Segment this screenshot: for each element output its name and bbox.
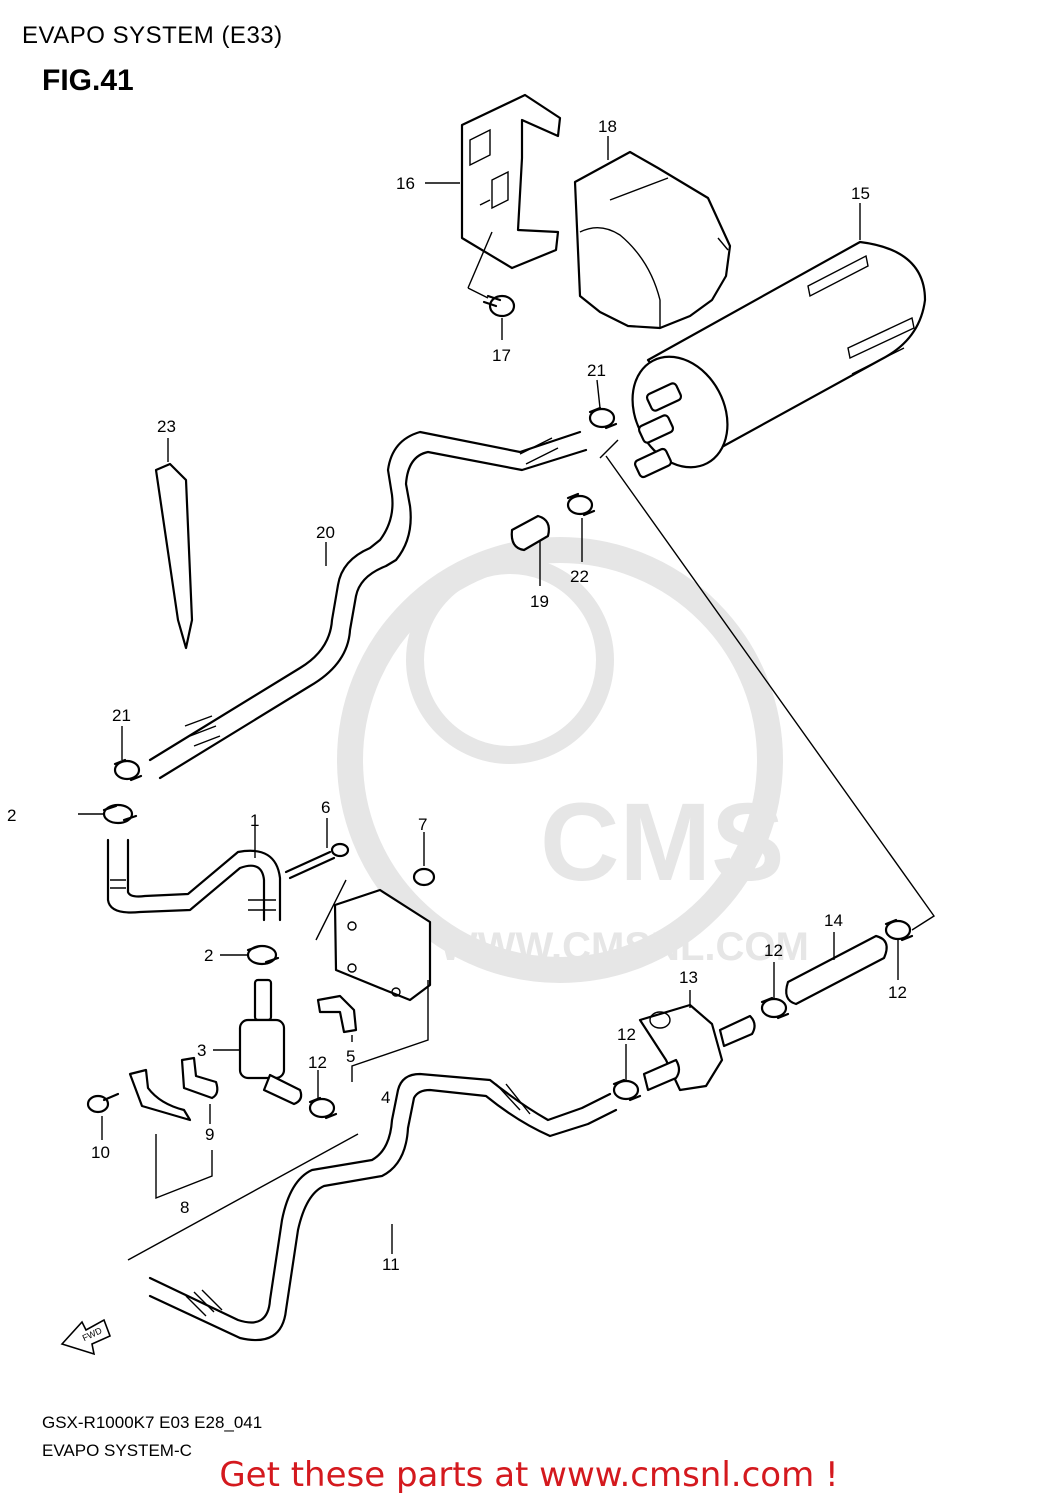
- callout-4: 4: [381, 1088, 390, 1107]
- part-3-valve: [238, 978, 303, 1106]
- callout-11: 11: [382, 1255, 400, 1274]
- part-12-clamp-d: [884, 918, 914, 942]
- callout-2a: 2: [7, 806, 16, 825]
- callout-18: 18: [598, 117, 617, 136]
- callout-12d: 12: [888, 983, 907, 1002]
- part-16-bracket: [460, 93, 562, 270]
- callout-15: 15: [851, 184, 870, 203]
- callout-10: 10: [91, 1143, 110, 1162]
- diagram-title: EVAPO SYSTEM (E33): [22, 22, 283, 49]
- callout-2b: 2: [204, 946, 213, 965]
- callout-9: 9: [205, 1125, 214, 1144]
- callout-12b: 12: [617, 1025, 636, 1044]
- callouts: 2 1 2 3 4 5 6 7 8 9 10 11 12 12 12 12 13…: [7, 117, 907, 1274]
- watermark-url: WWW.CMSNL.COM: [440, 925, 809, 969]
- callout-7: 7: [418, 815, 427, 834]
- callout-14: 14: [824, 911, 843, 930]
- part-5-clip: [316, 994, 358, 1034]
- part-22-clamp: [566, 492, 596, 517]
- part-4-bracket: [333, 888, 432, 1002]
- callout-20: 20: [316, 523, 335, 542]
- part-12-clamp-c: [760, 996, 790, 1020]
- part-7-washer: [412, 867, 436, 887]
- part-2-clamp-upper: [102, 803, 138, 825]
- callout-1: 1: [250, 811, 259, 830]
- part-18-cover: [573, 150, 732, 330]
- callout-16: 16: [396, 174, 415, 193]
- callout-8: 8: [180, 1198, 189, 1217]
- leader-lines: [78, 136, 935, 1261]
- part-14-hose: [785, 934, 888, 1006]
- part-15-canister: [631, 240, 927, 479]
- fwd-arrow-icon: FWD: [60, 1318, 112, 1356]
- callout-13: 13: [679, 968, 698, 987]
- callout-17: 17: [492, 346, 511, 365]
- callout-22: 22: [570, 567, 589, 586]
- callout-5: 5: [346, 1047, 355, 1066]
- promo-banner[interactable]: Get these parts at www.cmsnl.com !: [219, 1455, 839, 1495]
- part-21-clamp-lower: [113, 758, 143, 782]
- part-12-clamp-b: [612, 1078, 642, 1102]
- part-11-hose: [148, 1072, 618, 1342]
- figure-number: FIG.41: [42, 64, 134, 97]
- part-19-cap: [510, 514, 550, 552]
- part-20-hose: [148, 430, 588, 780]
- part-1-hose: [106, 838, 282, 922]
- part-2-clamp-lower: [246, 944, 280, 966]
- callout-12c: 12: [764, 941, 783, 960]
- watermark-brand: CMS: [540, 781, 784, 904]
- diagram-name: EVAPO SYSTEM-C: [42, 1441, 192, 1460]
- callout-19: 19: [530, 592, 549, 611]
- part-13-valve: [638, 1003, 756, 1092]
- callout-12a: 12: [308, 1053, 327, 1072]
- part-6-rivet: [284, 842, 350, 880]
- callout-21a: 21: [587, 361, 606, 380]
- model-code: GSX-R1000K7 E03 E28_041: [42, 1413, 263, 1432]
- part-12-clamp-a: [308, 1096, 338, 1120]
- part-9-clamp: [128, 1056, 219, 1122]
- callout-6: 6: [321, 798, 330, 817]
- part-23-tie: [154, 462, 194, 650]
- callout-21b: 21: [112, 706, 131, 725]
- part-21-clamp-top: [588, 406, 618, 430]
- part-17-screw: [467, 231, 516, 318]
- part-10-screw: [86, 1092, 120, 1114]
- callout-3: 3: [197, 1041, 206, 1060]
- callout-23: 23: [157, 417, 176, 436]
- watermark: CMS WWW.CMSNL.COM: [337, 537, 809, 983]
